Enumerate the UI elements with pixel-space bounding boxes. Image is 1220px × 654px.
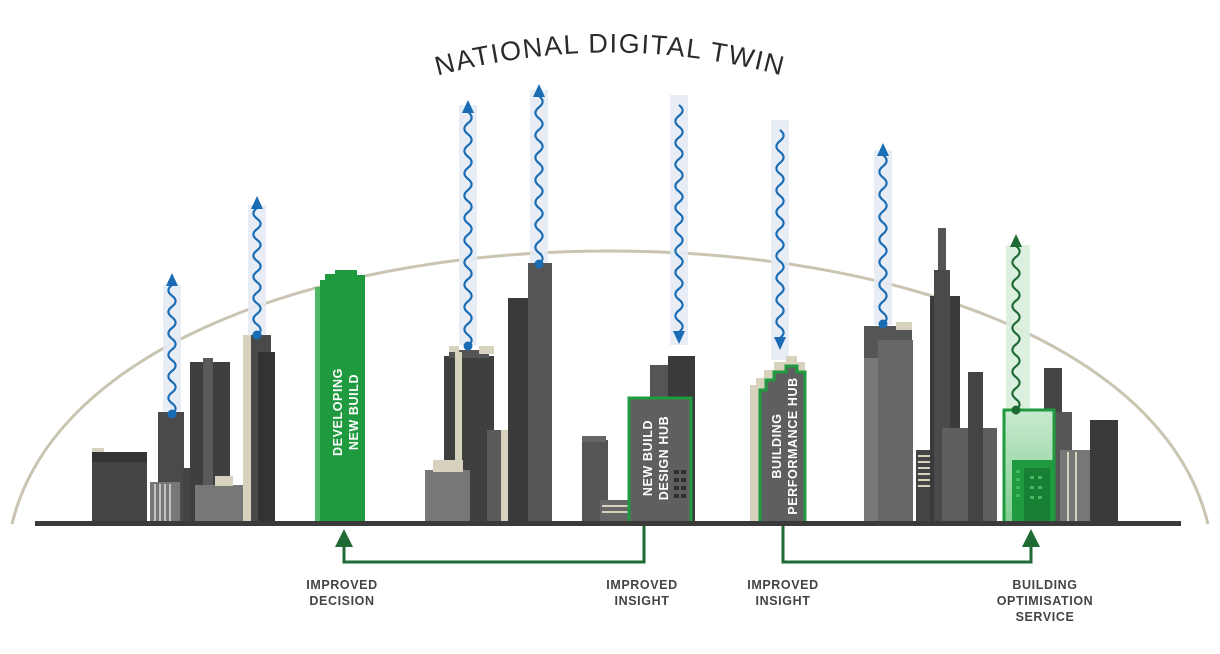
right-building-cluster — [864, 228, 1118, 525]
arrow-head-icon — [774, 337, 786, 350]
arrow-head-icon — [251, 196, 263, 209]
arrow-head-icon — [673, 331, 685, 344]
building — [203, 358, 213, 523]
wavy-arrow-up-icon — [252, 207, 262, 336]
ground-line — [35, 521, 1181, 526]
wavy-arrow-up-icon — [463, 111, 473, 347]
label-improved-insight-left: IMPROVED INSIGHT — [606, 578, 678, 608]
performance-hub-cluster: BUILDING PERFORMANCE HUB — [750, 356, 807, 525]
label-improved-insight-right: IMPROVED INSIGHT — [747, 578, 819, 608]
design-hub-building — [627, 396, 693, 525]
performance-hub-label-line2: PERFORMANCE HUB — [786, 377, 800, 514]
connector-arrow-icon — [781, 526, 1040, 564]
wavy-arrow-up-icon — [1011, 245, 1021, 411]
performance-hub-building — [758, 364, 807, 525]
arrow-head-icon — [877, 143, 889, 156]
diagram-title: NATIONAL DIGITAL TWIN — [432, 28, 789, 81]
arrow-head-icon — [533, 84, 545, 97]
developing-new-build-tower: DEVELOPING NEW BUILD — [315, 270, 365, 523]
center-building-cluster — [425, 263, 552, 523]
arrow-head-icon — [462, 100, 474, 113]
flow-origin-dot — [534, 259, 544, 269]
wavy-arrow-up-icon — [167, 284, 177, 415]
connector-arrows — [335, 526, 1040, 564]
developing-label-line2: NEW BUILD — [347, 374, 361, 450]
label-improved-decision: IMPROVED DECISION — [306, 578, 378, 608]
developing-label-line1: DEVELOPING — [331, 368, 345, 456]
left-building-cluster — [92, 335, 275, 523]
flow-origin-dot — [167, 409, 177, 419]
label-building-optimisation-service: BUILDING OPTIMISATION SERVICE — [996, 578, 1094, 624]
building — [92, 452, 147, 523]
arrow-head-icon — [166, 273, 178, 286]
flow-origin-dot — [252, 330, 262, 340]
wavy-arrow-down-icon — [775, 129, 785, 339]
wavy-arrow-down-icon — [674, 104, 684, 333]
building — [92, 452, 147, 462]
design-hub-label-line2: DESIGN HUB — [657, 416, 671, 500]
design-hub-cluster: NEW BUILD DESIGN HUB — [582, 356, 695, 525]
wavy-arrow-up-icon — [534, 95, 544, 265]
building — [243, 335, 251, 523]
flow-origin-dot — [463, 341, 473, 351]
building — [215, 476, 233, 486]
flow-origin-dot — [1011, 405, 1021, 415]
arrow-head-icon — [1010, 234, 1022, 247]
dome-arc — [10, 249, 1210, 525]
performance-hub-label-line1: BUILDING — [770, 413, 784, 478]
connector-arrow-icon — [335, 526, 646, 564]
data-flow-arrows — [166, 84, 1022, 419]
wavy-arrow-up-icon — [878, 154, 888, 325]
design-hub-label-line1: NEW BUILD — [641, 420, 655, 496]
flow-origin-dot — [878, 319, 888, 329]
building — [258, 352, 275, 523]
